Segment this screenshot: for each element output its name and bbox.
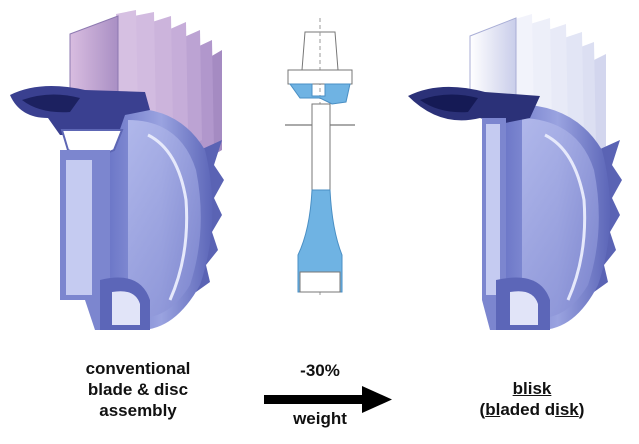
conventional-front-blade	[69, 15, 119, 97]
blisk-sub-isk: isk	[555, 400, 579, 419]
blisk-title: blisk	[512, 379, 552, 398]
conventional-caption-line-1: conventional	[85, 359, 191, 378]
blisk-caption: blisk (bladed disk)	[452, 378, 612, 420]
metric-label: weight	[293, 409, 347, 428]
section-root-region	[289, 83, 351, 105]
blisk-drawing	[408, 14, 622, 330]
comparison-arrow	[264, 386, 392, 413]
blisk-sub-bl: bl	[485, 400, 501, 419]
conventional-caption-line-3: assembly	[99, 401, 177, 420]
blisk-sub-close: )	[578, 400, 585, 419]
conventional-caption-line-2: blade & disc	[87, 380, 189, 399]
cross-section-drawing	[285, 18, 355, 295]
section-web-region	[297, 189, 343, 293]
blisk-sub-mid: aded d	[500, 400, 556, 419]
conventional-assembly-drawing	[10, 10, 224, 330]
blisk-sub-open: (	[479, 400, 486, 419]
blisk-front-blade	[469, 17, 517, 97]
change-label: -30%	[300, 361, 340, 380]
conventional-caption: conventional blade & disc assembly	[48, 358, 228, 421]
blisk-subtitle: (bladed disk)	[452, 399, 612, 420]
